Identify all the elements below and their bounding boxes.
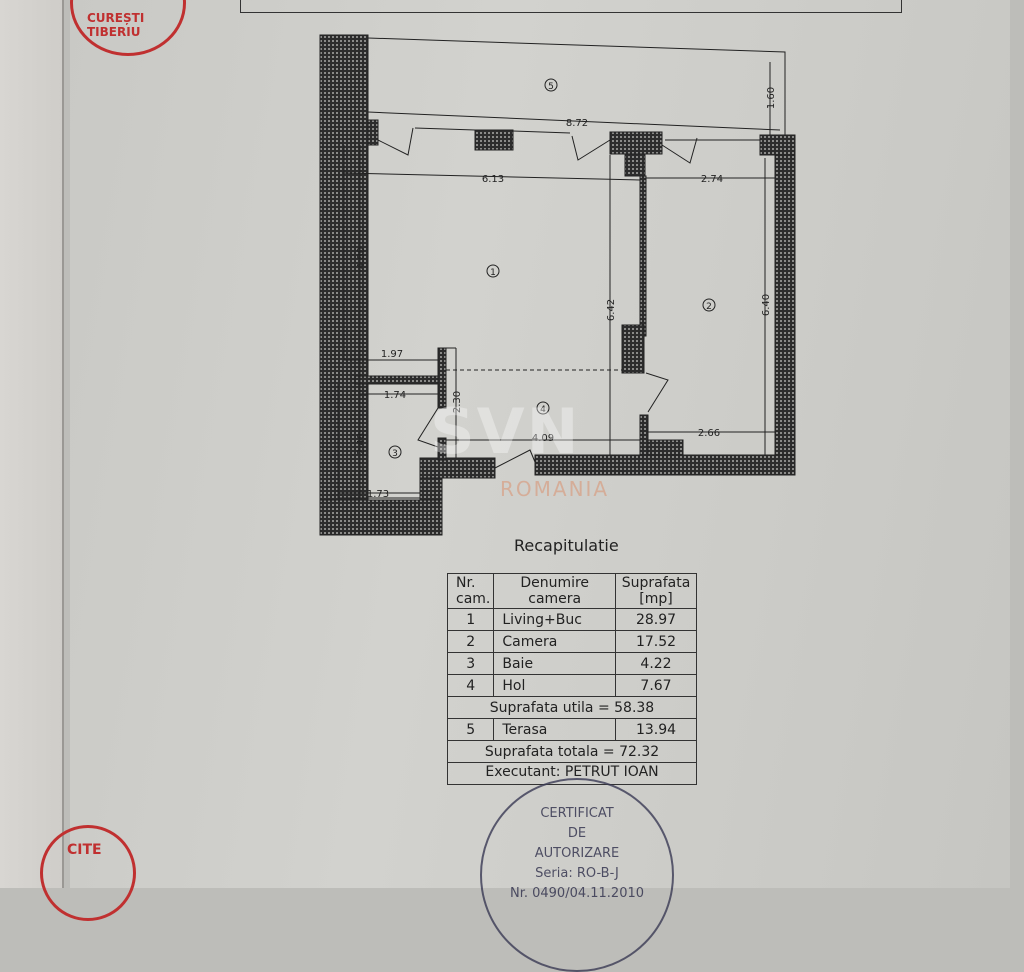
plan-lines [337, 37, 786, 499]
room-label-3: 3 [392, 449, 398, 459]
dim-bath-height: 2.48 [356, 433, 367, 455]
dim-living-full-height: 6.42 [606, 299, 617, 321]
watermark-subtitle: ROMANIA [500, 477, 610, 501]
table-header: Nr. cam. Denumire camera Suprafata [mp] [446, 573, 697, 609]
dim-hall-height: 2.30 [452, 391, 463, 413]
room-label-5: 5 [548, 82, 554, 92]
dim-terrace-width: 8.72 [566, 118, 588, 129]
dim-hall-width: 1.97 [381, 349, 403, 360]
dim-bath-top: 1.74 [384, 390, 406, 401]
dim-living-width: 6.13 [482, 174, 504, 185]
dim-bath-bottom: 1.73 [367, 489, 389, 500]
room-label-1: 1 [490, 268, 496, 278]
dim-room2-height: 6.40 [761, 294, 772, 316]
dim-room2-bottom: 2.66 [698, 428, 720, 439]
dim-living-height: 4.80 [356, 247, 367, 269]
useful-total-row: Suprafata utila = 58.38 [447, 696, 697, 719]
room-label-4: 4 [540, 405, 546, 415]
left-page [0, 0, 64, 888]
watermark-logo: SVN [430, 395, 581, 468]
floor-plan: 5 1 2 3 4 8.72 1.60 6.13 4.80 6.42 2.74 … [319, 34, 796, 536]
grand-total-row: Suprafata totala = 72.32 [447, 740, 697, 763]
authorization-stamp: CERTIFICAT DE AUTORIZARE Seria: RO-B-J N… [480, 778, 674, 972]
executant-row: Executant: PETRUT IOAN [447, 762, 697, 785]
dim-hall-length: 4.09 [532, 433, 554, 444]
recap-table: Nr. cam. Denumire camera Suprafata [mp] … [446, 573, 697, 785]
recap-title: Recapitulatie [514, 536, 619, 555]
dim-room2-width: 2.74 [701, 174, 723, 185]
room-label-2: 2 [706, 302, 712, 312]
top-table-edge [240, 0, 902, 13]
dim-terrace-depth: 1.60 [766, 87, 777, 109]
red-stamp-top: CUREȘTI TIBERIU [70, 0, 186, 56]
